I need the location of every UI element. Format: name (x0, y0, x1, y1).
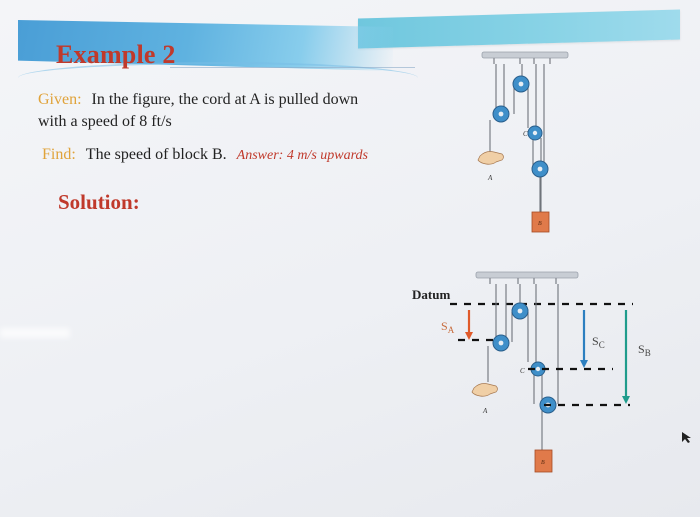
header-rule (170, 67, 415, 68)
label-sb: SB (638, 342, 651, 358)
pulley-top-3 (527, 125, 543, 141)
arrow-sc-head (580, 360, 588, 368)
label-sa: SA (441, 319, 455, 335)
pulley-bottom-1 (511, 302, 529, 320)
find-line: Find: The speed of block B. Answer: 4 m/… (42, 146, 368, 164)
given-line-1: Given: In the figure, the cord at A is p… (38, 91, 358, 109)
block-b (534, 449, 553, 473)
label-c: C (520, 367, 525, 375)
hand-icon (471, 383, 498, 397)
pulley-figure-top: A C B (477, 51, 569, 233)
solution-heading: Solution: (58, 190, 140, 214)
given-text-1: In the figure, the cord at A is pulled d… (91, 91, 359, 108)
ceiling-bar (475, 271, 579, 279)
hand-icon (477, 151, 504, 165)
arrow-sb-head (622, 396, 630, 404)
pulley-top-2 (492, 105, 510, 123)
arrow-sa-head (465, 332, 473, 340)
pulley-bottom-2 (492, 334, 510, 352)
pulley-top-1 (512, 75, 530, 93)
ceiling-bar (481, 51, 569, 59)
label-b: B (541, 460, 545, 466)
datum-label: Datum (412, 287, 450, 302)
given-label: Given: (38, 91, 82, 108)
label-sb-main: S (638, 342, 645, 356)
label-sb-sub: B (645, 348, 651, 358)
screen-glare (0, 328, 70, 338)
label-sa-main: S (441, 319, 448, 333)
pulley-figure-bottom: Datum (412, 271, 651, 473)
label-sa-sub: A (448, 325, 455, 335)
given-text-2: with a speed of 8 ft/s (38, 113, 172, 130)
block-b (531, 211, 550, 233)
header-banner-wave (18, 62, 418, 78)
label-sc-main: S (592, 334, 599, 348)
label-sc-sub: C (599, 340, 605, 350)
label-sc: SC (592, 334, 605, 350)
answer-text: Answer: 4 m/s upwards (236, 148, 368, 163)
slide-title: Example 2 (56, 40, 176, 69)
label-a: A (482, 407, 488, 415)
find-label: Find: (42, 146, 76, 163)
label-a: A (487, 174, 493, 182)
mouse-cursor-icon (682, 432, 691, 443)
label-c: C (523, 130, 528, 138)
given-line-2: with a speed of 8 ft/s (38, 113, 172, 131)
label-b: B (538, 221, 542, 227)
find-text: The speed of block B. (85, 146, 227, 163)
pulley-top-4 (531, 160, 549, 178)
